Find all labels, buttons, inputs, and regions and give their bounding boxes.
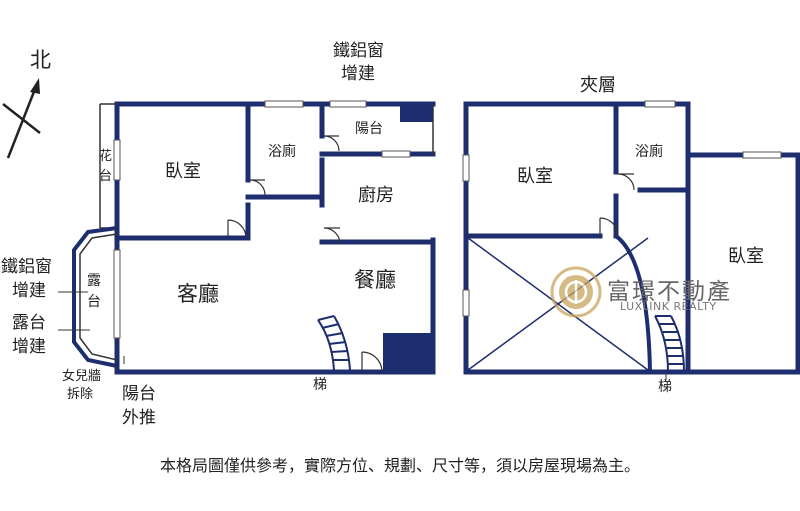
stairs-label-floor2: 梯 xyxy=(658,379,672,395)
mezzanine-title: 夾層 xyxy=(580,75,616,96)
room-kitchen-label: 廚房 xyxy=(358,185,394,206)
top-window-annotation-line1: 鐵鋁窗 xyxy=(333,41,384,61)
compass-north-label: 北 xyxy=(30,48,51,72)
terrace-annotation-line2: 增建 xyxy=(12,337,46,357)
left-window-annotation-line2: 增建 xyxy=(12,281,46,301)
stairs-label-floor1: 梯 xyxy=(313,377,327,393)
north-arrow-icon xyxy=(2,78,41,159)
room-bedroom-right-label: 臥室 xyxy=(728,246,764,267)
wall-removed-annotation-line2: 拆除 xyxy=(67,387,94,402)
room-bedroom-left-label: 臥室 xyxy=(517,166,553,187)
realty-logo-icon xyxy=(550,266,602,318)
balcony-extended-annotation-line1: 陽台 xyxy=(122,384,156,404)
room-bedroom-label: 臥室 xyxy=(165,161,201,182)
watermark-brand-name-en: LUXLINK REALTY xyxy=(620,300,717,313)
terrace-label-2: 台 xyxy=(87,294,101,310)
top-window-annotation-line2: 增建 xyxy=(341,64,375,84)
wall-removed-annotation-line1: 女兒牆 xyxy=(62,369,102,384)
left-window-annotation-line1: 鐵鋁窗 xyxy=(1,257,52,277)
flower-bed-label-2: 台 xyxy=(99,169,113,184)
floor2-walls xyxy=(463,101,800,375)
flower-bed-label-1: 花 xyxy=(99,149,113,164)
disclaimer-note: 本格局圖僅供參考，實際方位、規劃、尺寸等，須以房屋現場為主。 xyxy=(159,456,640,475)
stairs-icon xyxy=(317,315,351,371)
room-bathroom-floor2-label: 浴廁 xyxy=(635,144,663,160)
watermark-brand-name: 富璟不動產 xyxy=(607,279,732,305)
room-balcony-label: 陽台 xyxy=(355,121,383,137)
terrace-label-1: 露 xyxy=(87,273,101,289)
room-bathroom-label: 浴廁 xyxy=(268,144,296,160)
balcony-extended-annotation-line2: 外推 xyxy=(122,408,156,428)
terrace-annotation-line1: 露台 xyxy=(12,313,46,333)
room-living-label: 客廳 xyxy=(177,282,219,306)
room-dining-label: 餐廳 xyxy=(354,268,396,292)
